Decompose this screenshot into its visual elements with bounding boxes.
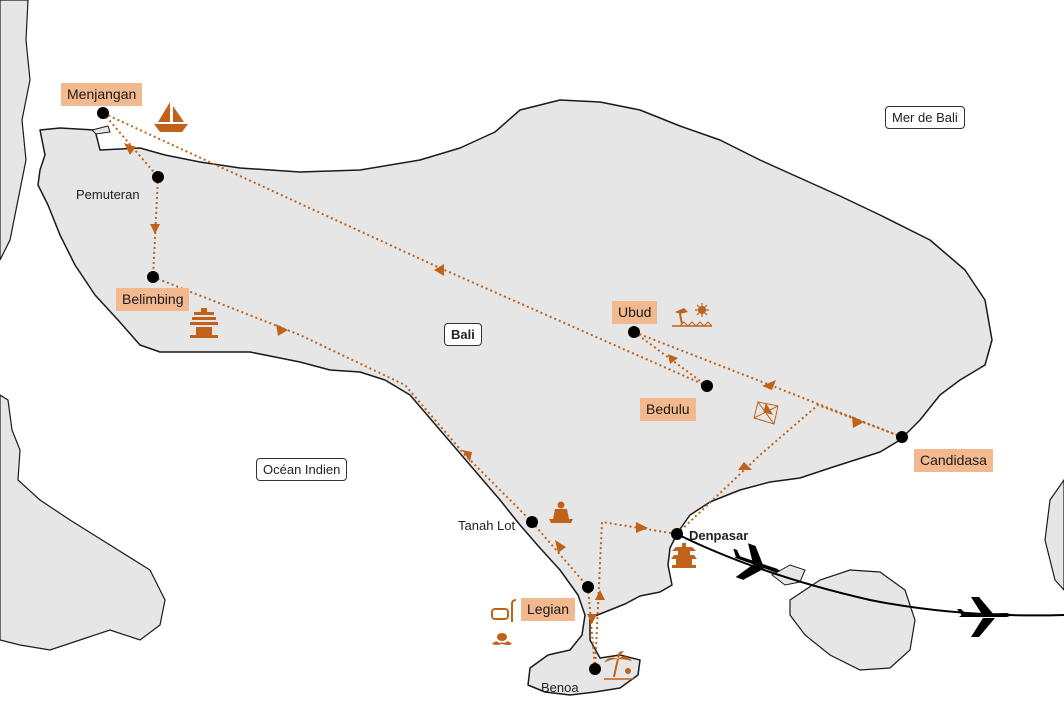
sea-label: Mer de Bali [885,106,965,129]
stop-label-benoa[interactable]: Benoa [541,680,579,695]
stop-label-legian[interactable]: Legian [521,598,576,621]
bali-landmass [37,99,993,696]
route-menjangan-pemuteran [102,112,159,178]
route-arrow [852,416,864,428]
snorkel-mask-icon [491,599,517,622]
buddha-statue-icon [549,501,573,523]
route-tanahlot-legian [531,521,589,588]
stop-marker-pemuteran[interactable] [152,171,164,183]
route-arrow [738,462,752,470]
route-arrow [636,522,648,533]
stop-marker-tanah-lot[interactable] [526,516,538,528]
route-legian-benoa [587,586,596,670]
kite-icon [753,401,779,425]
temple-icon [190,308,218,338]
rice-terrace-icon [672,303,713,327]
ocean-label: Océan Indien [256,458,348,481]
stop-marker-bedulu[interactable] [701,380,713,392]
lombok-landmass [1044,478,1064,591]
stop-marker-legian[interactable] [582,581,594,593]
stop-label-candidasa[interactable]: Candidasa [914,449,993,472]
stop-label-pemuteran[interactable]: Pemuteran [76,187,140,202]
palm-beach-icon [604,651,634,680]
stop-label-belimbing[interactable]: Belimbing [116,288,190,311]
java-landmass [0,0,31,261]
route-arrow [150,224,160,234]
route-arrow [668,354,678,364]
stop-label-denpasar[interactable]: Denpasar [689,528,749,543]
stop-label-ubud[interactable]: Ubud [612,301,658,324]
route-arrow [587,614,597,624]
stop-marker-denpasar[interactable] [671,528,683,540]
airplane-icon [957,597,1013,637]
octopus-icon [492,633,512,645]
stop-markers [97,107,908,675]
route-arrow [434,264,444,276]
stop-label-menjangan[interactable]: Menjangan [61,83,143,106]
route-arrow [462,450,472,462]
route-arrows [124,143,864,624]
menjangan-islet [91,125,111,135]
pagoda-icon [671,543,697,568]
java-landmass-south [0,394,166,651]
route-arrow [276,324,288,336]
island-label: Bali [444,323,482,346]
stop-marker-benoa[interactable] [589,663,601,675]
stop-label-tanah-lot[interactable]: Tanah Lot [458,518,516,533]
route-belimbing-tanahlot [152,276,533,523]
sailboat-icon [154,102,188,132]
stop-marker-ubud[interactable] [628,326,640,338]
stop-marker-menjangan[interactable] [97,107,109,119]
route-arrow [762,380,776,390]
route-arrow [595,590,605,600]
route-arrow [555,540,566,553]
stop-marker-belimbing[interactable] [147,271,159,283]
stop-label-bedulu[interactable]: Bedulu [640,398,696,421]
airplane-icon [733,543,781,580]
stop-marker-candidasa[interactable] [896,431,908,443]
route-arrow [124,143,136,155]
nusa-penida [789,569,916,671]
